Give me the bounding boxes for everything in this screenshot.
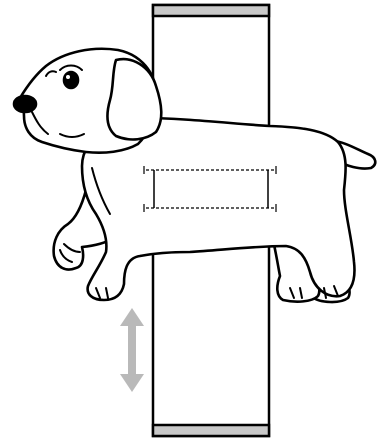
dog-chest-line [91,167,111,215]
dog-front-paw-toes [95,287,109,299]
dog-brow-small [45,70,57,77]
dog-smile [59,133,85,138]
dog-ear [106,57,163,141]
dog-nose [12,94,38,114]
dog-illustration [12,47,377,304]
arrow-head-up [120,308,144,326]
dog-muzzle-line [31,111,49,135]
dog-body [80,116,356,302]
dog-eye [62,70,80,90]
arrow-head-down [120,374,144,392]
dog-hind-paw-toes [289,285,339,299]
band-bottom-cap [151,423,271,438]
double-headed-vertical-arrow [120,308,144,392]
dog-raised-front-leg [52,188,116,271]
dog-eye-shine [66,75,70,79]
dog-raised-paw-toes [59,243,81,263]
band-overlay-marker [143,166,277,212]
band-top-cap [151,3,271,18]
dog-brow [59,64,83,71]
arrow-shaft [128,324,136,376]
